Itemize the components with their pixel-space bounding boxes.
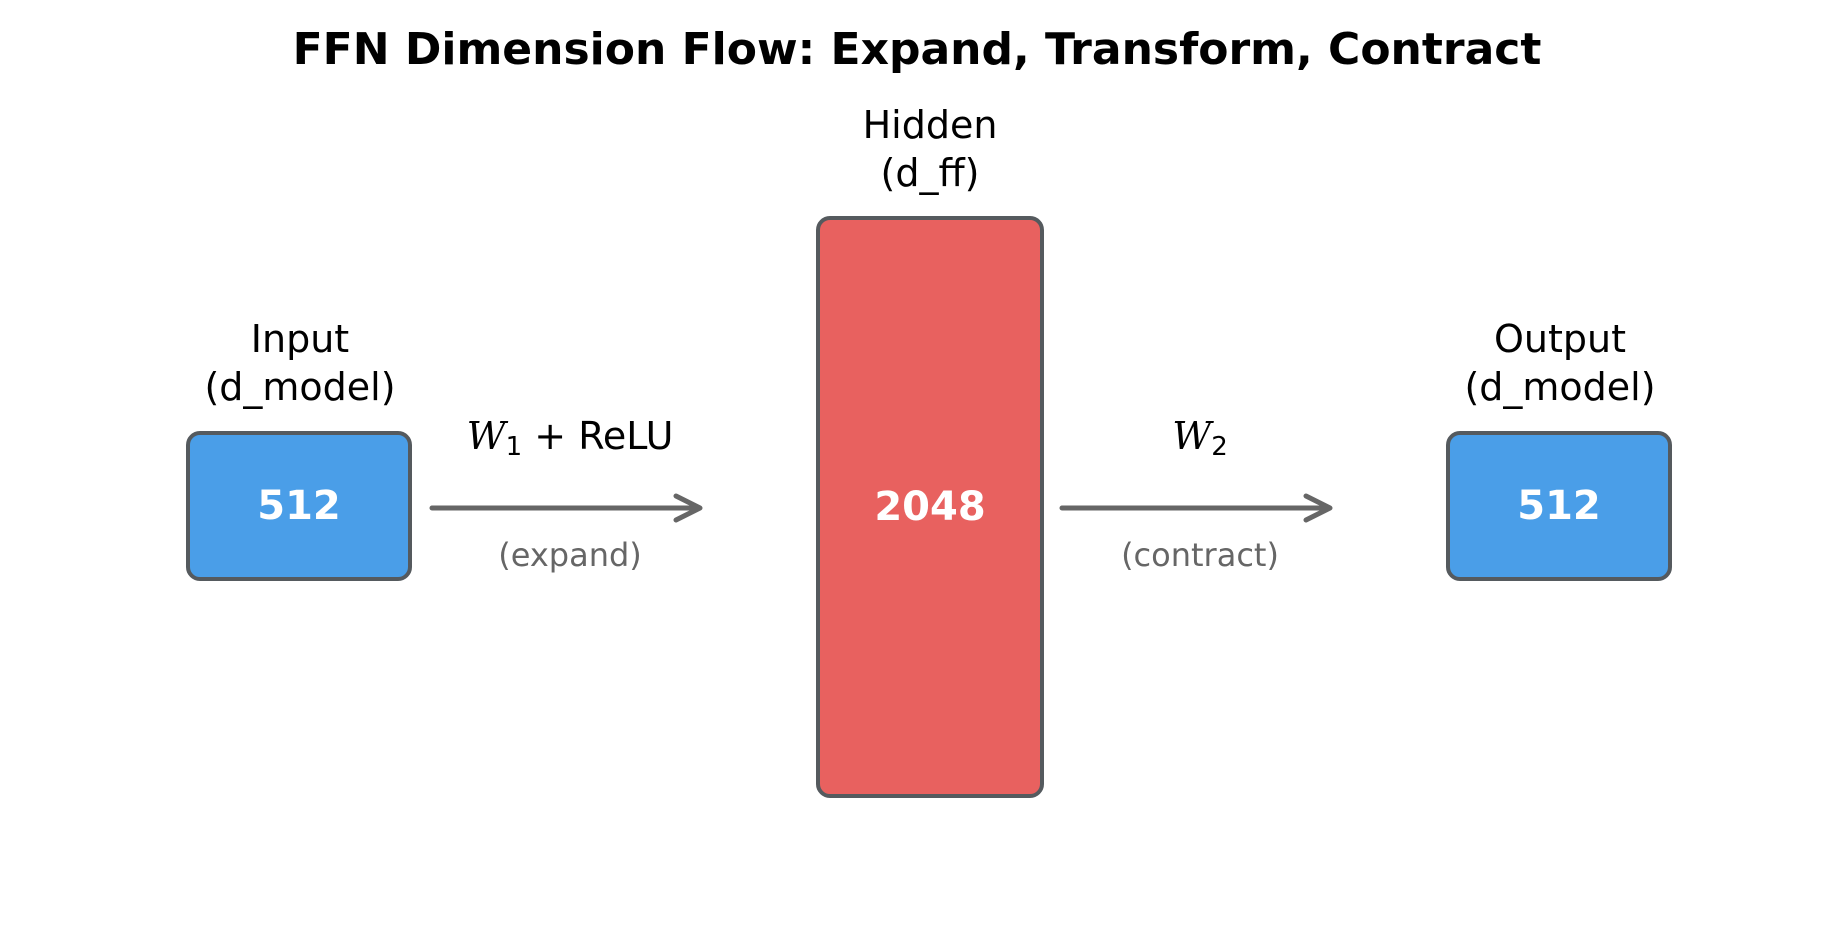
output-label-name: Output <box>1494 317 1626 361</box>
output-value: 512 <box>1517 483 1601 529</box>
input-box: 512 <box>186 431 412 581</box>
output-label: Output (d_model) <box>1410 315 1710 411</box>
hidden-value: 2048 <box>874 484 986 530</box>
expand-arrowhead <box>673 493 703 523</box>
expand-label: W1 + ReLU <box>420 412 720 471</box>
input-label-dim: (d_model) <box>204 365 396 409</box>
output-label-dim: (d_model) <box>1464 365 1656 409</box>
input-value: 512 <box>257 483 341 529</box>
contract-weight: W <box>1172 414 1212 458</box>
hidden-label-name: Hidden <box>862 103 998 147</box>
hidden-label-dim: (d_ff) <box>880 151 980 195</box>
expand-weight: W <box>466 414 506 458</box>
diagram-title: FFN Dimension Flow: Expand, Transform, C… <box>292 24 1542 75</box>
input-label: Input (d_model) <box>150 315 450 411</box>
contract-arrowhead <box>1303 493 1333 523</box>
contract-note: (contract) <box>1121 536 1279 574</box>
hidden-box: 2048 <box>816 216 1044 798</box>
expand-weight-subscript: 1 <box>505 432 523 462</box>
expand-activation: + ReLU <box>522 414 674 458</box>
contract-weight-subscript: 2 <box>1211 432 1228 462</box>
contract-label: W2 <box>1050 412 1350 471</box>
input-label-name: Input <box>250 317 350 361</box>
output-box: 512 <box>1446 431 1672 581</box>
expand-note: (expand) <box>498 536 642 574</box>
hidden-label: Hidden (d_ff) <box>780 101 1080 197</box>
